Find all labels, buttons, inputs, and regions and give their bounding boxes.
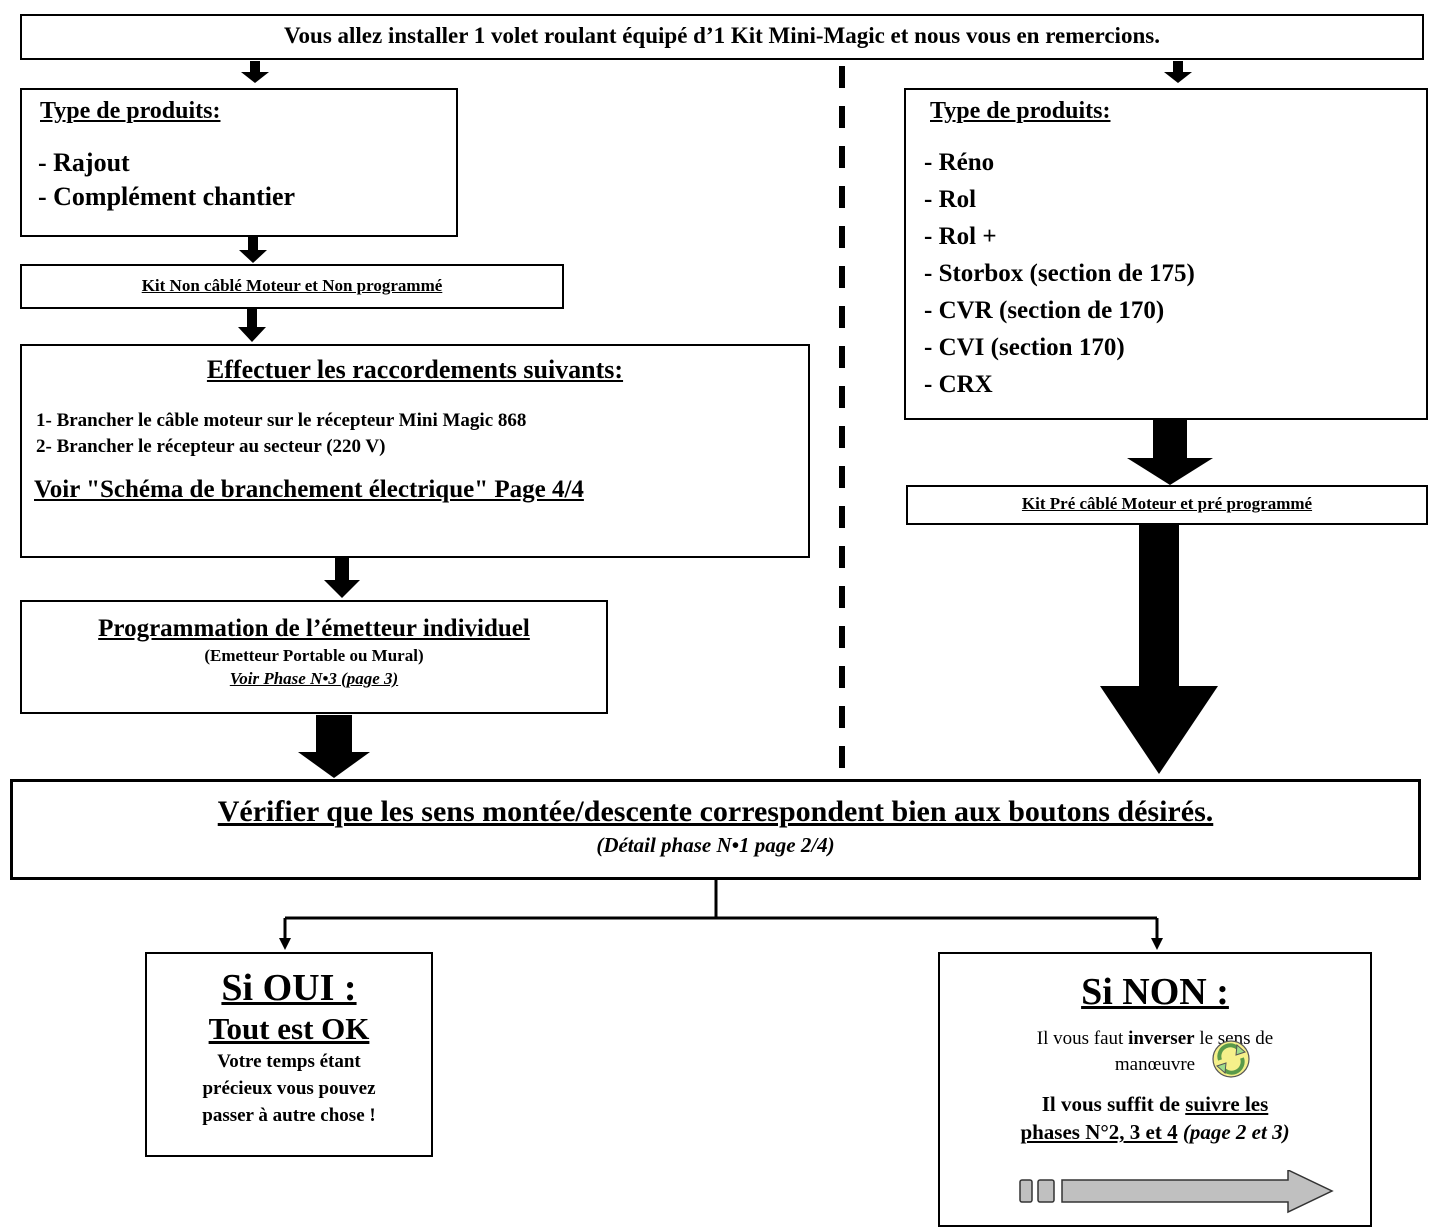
next-page-arrow-icon [1019, 1170, 1334, 1214]
arrow-connections-programming [324, 558, 360, 598]
invert-text-b: inverser [1128, 1028, 1195, 1049]
right-product-item: - CVR (section de 170) [924, 297, 1165, 324]
yes-line: précieux vous pouvez [202, 1078, 376, 1099]
yes-line: Votre temps étant [217, 1051, 361, 1072]
connections-title: Effectuer les raccordements suivants: [206, 355, 624, 384]
programming-subtitle: (Emetteur Portable ou Mural) [204, 646, 424, 665]
left-product-item: - Rajout [38, 148, 130, 177]
right-products-title: Type de produits: [930, 98, 1111, 124]
follow-text-c[interactable]: phases N°2, 3 et 4 [1020, 1120, 1178, 1144]
branch-connector [279, 880, 1163, 950]
right-product-item: - Rol [924, 186, 977, 213]
wiring-diagram-link[interactable]: Voir "Schéma de branchement électrique" … [34, 476, 584, 503]
arrow-programming-verify [298, 715, 370, 778]
no-title: Si NON : [1081, 971, 1229, 1013]
connections-box: Effectuer les raccordements suivants: 1-… [20, 344, 810, 558]
follow-text-d: (page 2 et 3) [1177, 1120, 1290, 1144]
header-box: Vous allez installer 1 volet roulant équ… [20, 14, 1424, 60]
header-text: Vous allez installer 1 volet roulant équ… [284, 23, 1160, 48]
invert-text-d: manœuvre [1114, 1054, 1196, 1075]
follow-phases: Il vous suffit de suivre les [940, 1090, 1370, 1118]
phase-3-link[interactable]: Voir Phase N•3 (page 3) [229, 669, 399, 688]
right-product-item: - Réno [924, 149, 995, 176]
arrow-kit-verify [1100, 525, 1218, 774]
follow-phases-2: phases N°2, 3 et 4 (page 2 et 3) [940, 1118, 1370, 1146]
arrow-kit-connections [238, 309, 266, 342]
invert-text-a: Il vous faut [1036, 1028, 1129, 1049]
follow-text-b: suivre les [1185, 1092, 1269, 1116]
programming-title: Programmation de l’émetteur individuel [98, 615, 530, 642]
connection-step: 1- Brancher le câble moteur sur le récep… [36, 410, 527, 431]
right-product-item: - Storbox (section de 175) [924, 260, 1195, 287]
verify-subtitle: (Détail phase N•1 page 2/4) [596, 833, 835, 857]
verify-title: Vérifier que les sens montée/descente co… [217, 795, 1214, 828]
yes-box: Si OUI : Tout est OK Votre temps étant p… [145, 952, 433, 1157]
left-kit-label: Kit Non câblé Moteur et Non programmé [141, 276, 443, 295]
left-kit-box: Kit Non câblé Moteur et Non programmé [20, 264, 564, 309]
right-product-item: - Rol + [924, 223, 997, 250]
follow-text-a: Il vous suffit de [1041, 1092, 1186, 1116]
left-product-item: - Complément chantier [38, 182, 296, 211]
programming-box: Programmation de l’émetteur individuel (… [20, 600, 608, 714]
verify-box: Vérifier que les sens montée/descente co… [10, 779, 1421, 880]
connection-step: 2- Brancher le récepteur au secteur (220… [36, 436, 386, 457]
arrow-products-kit-right [1127, 420, 1213, 485]
left-products-box: Type de produits: - Rajout - Complément … [20, 88, 458, 237]
invert-text-c: le sens de [1194, 1028, 1274, 1049]
right-product-item: - CVI (section 170) [924, 334, 1125, 361]
right-kit-box: Kit Pré câblé Moteur et pré programmé [906, 485, 1428, 525]
left-products-title: Type de produits: [40, 98, 221, 124]
right-kit-label: Kit Pré câblé Moteur et pré programmé [1021, 494, 1313, 513]
arrow-header-right [1164, 61, 1192, 83]
yes-title: Si OUI : [221, 967, 357, 1009]
invert-instruction: Il vous faut inverser le sens de [940, 1026, 1370, 1052]
yes-subtitle: Tout est OK [208, 1011, 370, 1046]
right-products-box: Type de produits: - Réno - Rol - Rol + -… [904, 88, 1428, 420]
yes-line: passer à autre chose ! [202, 1105, 376, 1126]
right-product-item: - CRX [924, 371, 993, 398]
arrow-products-kit-left [239, 236, 267, 263]
no-box: Si NON : Il vous faut inverser le sens d… [938, 952, 1372, 1227]
invert-instruction-2: manœuvre [940, 1040, 1370, 1078]
rotate-icon [1212, 1040, 1250, 1078]
arrow-header-left [241, 61, 269, 83]
